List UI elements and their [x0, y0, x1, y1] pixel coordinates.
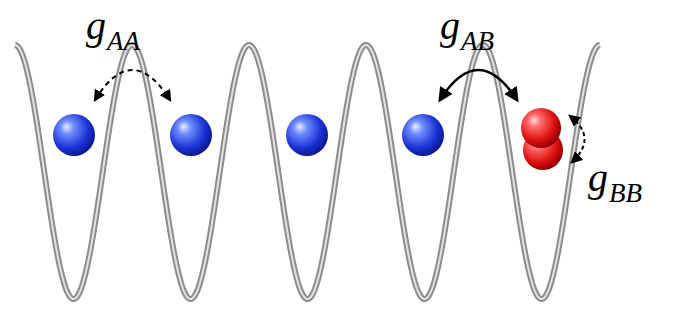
interaction-arrow	[570, 116, 585, 162]
atom-b	[521, 108, 563, 170]
lattice-potential-highlight	[15, 45, 600, 299]
coupling-symbol: g	[86, 6, 106, 46]
coupling-symbol: g	[440, 6, 460, 46]
coupling-subscript: AB	[461, 28, 494, 55]
atom-a	[53, 114, 444, 156]
lattice-potential	[15, 45, 600, 299]
interaction-arrow	[440, 70, 517, 100]
coupling-subscript: AA	[107, 28, 140, 55]
interaction-arrow	[95, 70, 170, 100]
coupling-symbol: g	[588, 158, 608, 198]
coupling-subscript: BB	[609, 180, 642, 207]
